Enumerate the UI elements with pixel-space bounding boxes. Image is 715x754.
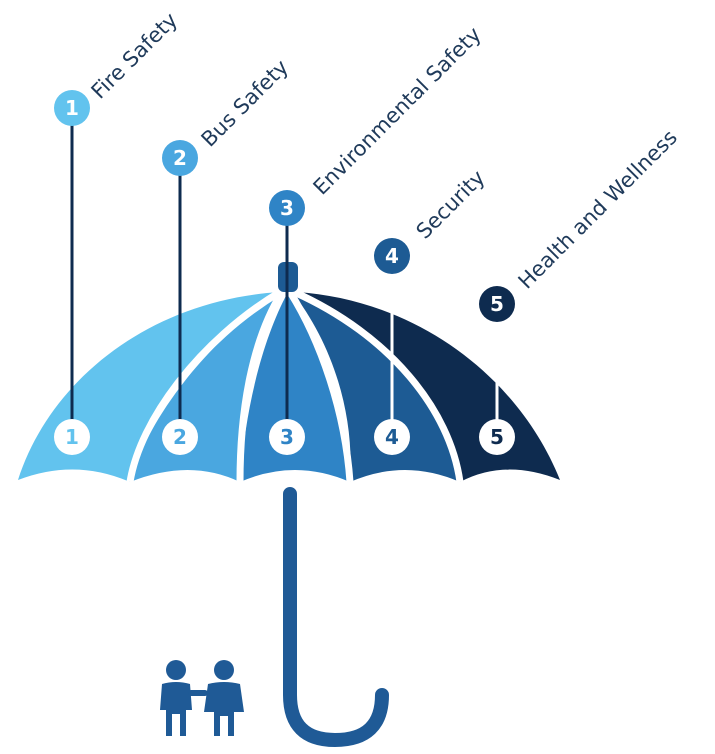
top-marker-number-4: 4 [385,244,399,268]
top-marker-number-1: 1 [65,96,79,120]
umbrella-handle-icon [283,487,389,748]
label-bus-safety: Bus Safety [197,55,294,152]
top-marker-number-3: 3 [280,196,294,220]
top-marker-5 [479,286,515,322]
canopy-marker-5 [479,419,515,455]
two-people-icon [160,660,244,736]
top-marker-2 [162,140,198,176]
canopy-marker-number-5: 5 [490,425,504,449]
canopy-segment-4 [292,292,460,482]
top-marker-number-5: 5 [490,292,504,316]
label-security: Security [412,166,490,244]
canopy-marker-number-1: 1 [65,425,79,449]
callout-poles [70,108,499,437]
top-marker-3 [269,190,305,226]
canopy-segment-3 [240,292,350,482]
canopy-marker-3 [269,419,305,455]
top-marker-4 [374,238,410,274]
canopy-marker-number-3: 3 [280,425,294,449]
top-markers: 1 2 3 4 5 [54,90,515,322]
label-fire-safety: Fire Safety [87,8,183,104]
canopy-markers: 1 2 3 4 5 [54,419,515,455]
canopy-marker-2 [162,419,198,455]
label-environmental-safety: Environmental Safety [309,22,486,199]
canopy-marker-number-2: 2 [173,425,187,449]
label-health-and-wellness: Health and Wellness [514,125,682,293]
top-marker-number-2: 2 [173,146,187,170]
top-marker-1 [54,90,90,126]
canopy-marker-4 [374,419,410,455]
canopy-marker-number-4: 4 [385,425,399,449]
canopy-marker-1 [54,419,90,455]
